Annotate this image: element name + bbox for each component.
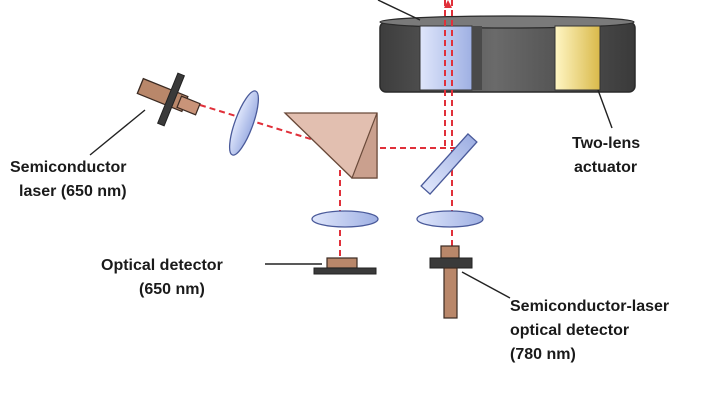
label-optical-detector-line1: Optical detector bbox=[101, 257, 223, 274]
label-optical-detector-line2: (650 nm) bbox=[139, 281, 205, 298]
label-laser-650-line1: Semiconductor bbox=[10, 159, 126, 176]
detector-lens-right bbox=[416, 210, 484, 228]
detector-lens-left bbox=[311, 210, 379, 228]
label-two-lens-actuator-line1: Two-lens bbox=[572, 135, 640, 152]
laser-detector-780 bbox=[429, 245, 473, 319]
two-lens-actuator bbox=[379, 15, 636, 93]
collimator-lens bbox=[228, 90, 260, 156]
label-laser-detector-780-line1: Semiconductor-laser bbox=[510, 298, 669, 315]
leader-laser-detector-780 bbox=[461, 271, 511, 299]
label-laser-detector-780-line2: optical detector bbox=[510, 322, 629, 339]
dichroic-mirror bbox=[420, 133, 478, 195]
label-laser-650-line2: laser (650 nm) bbox=[19, 183, 127, 200]
semiconductor-laser-650 bbox=[136, 72, 201, 127]
leader-laser-650 bbox=[89, 109, 146, 156]
prism-beam-splitter bbox=[283, 112, 378, 179]
label-laser-detector-780-line3: (780 nm) bbox=[510, 346, 576, 363]
optical-detector-650 bbox=[313, 257, 377, 275]
leader-top bbox=[377, 0, 421, 21]
label-two-lens-actuator-line2: actuator bbox=[574, 159, 637, 176]
leader-two-lens-actuator bbox=[597, 89, 613, 129]
